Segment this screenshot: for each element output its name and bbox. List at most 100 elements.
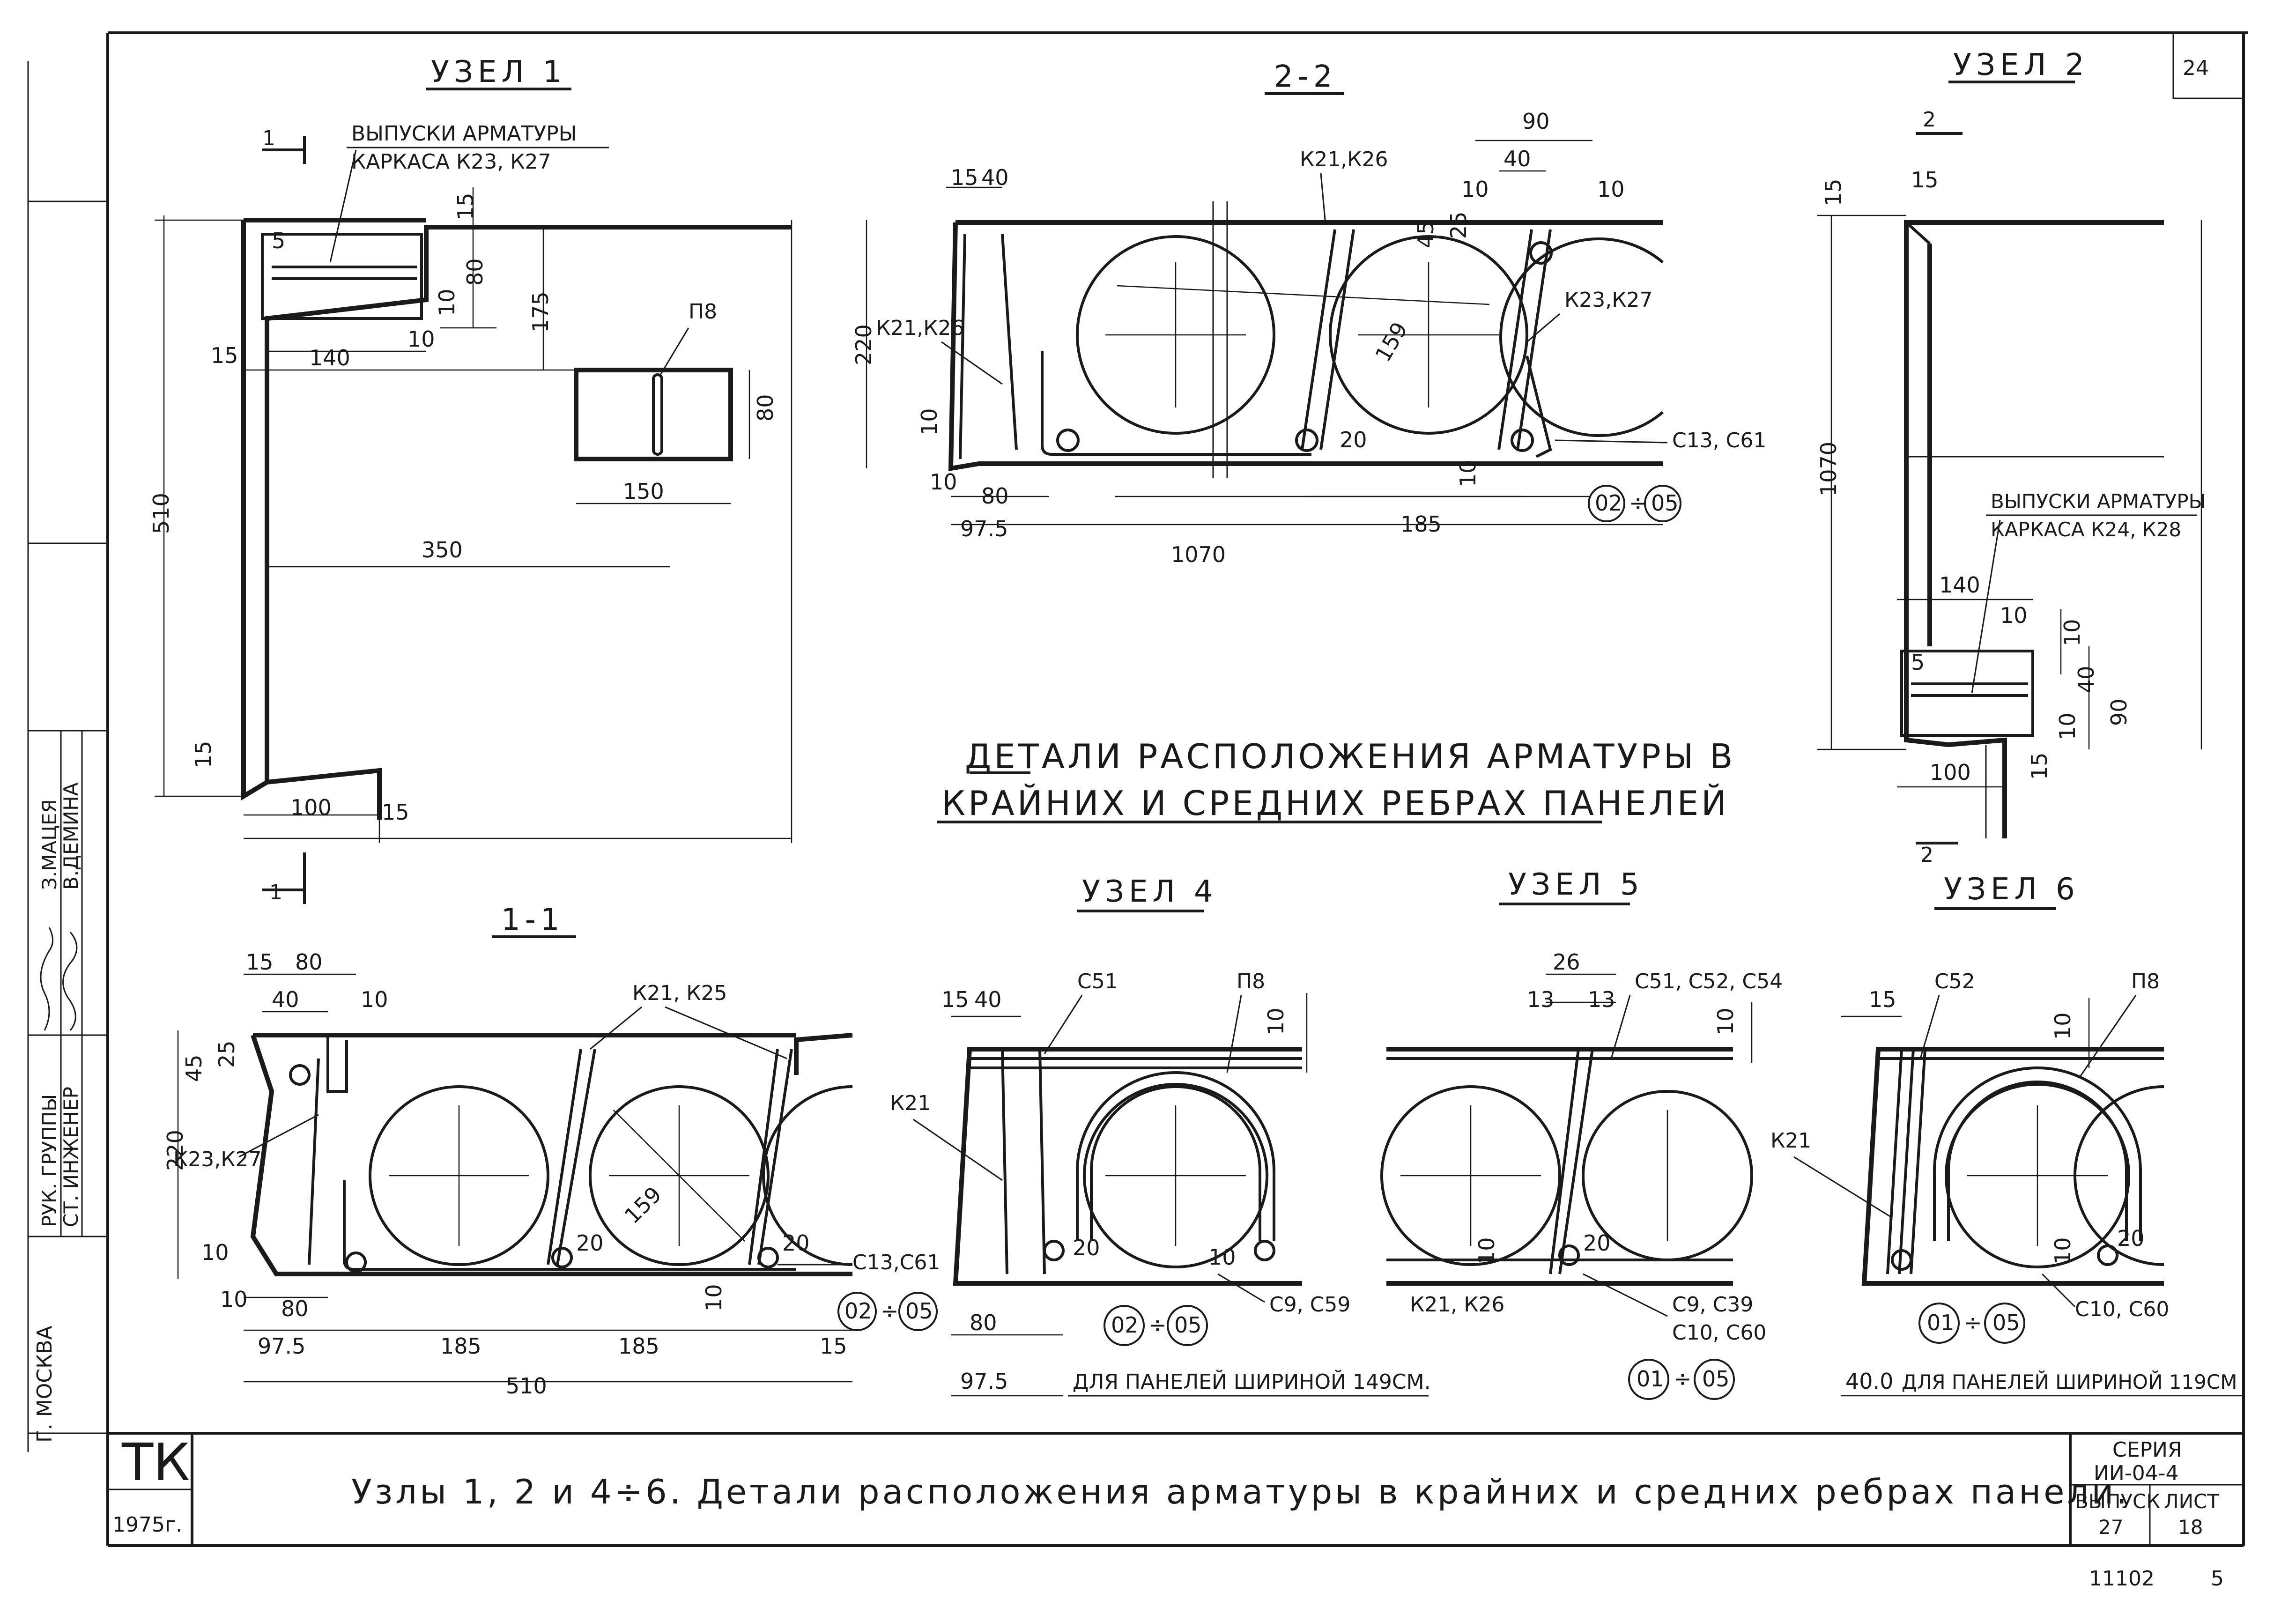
svg-text:10: 10	[361, 987, 388, 1012]
svg-text:10: 10	[1713, 1007, 1738, 1035]
svg-text:40: 40	[272, 987, 299, 1012]
title-block-series-value: ИИ-04-4	[2094, 1461, 2179, 1485]
svg-text:05: 05	[1992, 1310, 2020, 1335]
node-2-release-label-1: ВЫПУСКИ АРМАТУРЫ	[1991, 490, 2206, 513]
svg-text:15: 15	[941, 987, 969, 1012]
svg-text:140: 140	[1939, 572, 1980, 598]
svg-text:10: 10	[1461, 177, 1489, 202]
svg-text:К21,К26: К21,К26	[1300, 148, 1388, 171]
svg-text:С10, С60: С10, С60	[1672, 1321, 1766, 1345]
svg-text:45: 45	[181, 1054, 207, 1082]
svg-text:26: 26	[1553, 949, 1580, 975]
title-block-issue-value: 27	[2098, 1516, 2123, 1539]
svg-text:15: 15	[246, 949, 274, 975]
page-number: 24	[2183, 56, 2209, 80]
svg-text:5: 5	[272, 228, 285, 253]
svg-text:15: 15	[382, 800, 409, 825]
node-6-note: ДЛЯ ПАНЕЛЕЙ ШИРИНОЙ 119СМ	[1902, 1370, 2237, 1393]
svg-text:10: 10	[917, 408, 942, 436]
svg-text:45: 45	[1413, 221, 1438, 248]
bottom-note-2: 5	[2211, 1567, 2224, 1591]
title-block-issue-label: ВЫПУСК	[2075, 1490, 2160, 1513]
node-4: УЗЕЛ 4 С51 П8 К21 С9, С59 15 40 10	[890, 874, 1431, 1397]
svg-text:10: 10	[2050, 1012, 2075, 1040]
svg-text:05: 05	[1702, 1366, 1730, 1392]
svg-text:80: 80	[970, 1310, 997, 1335]
svg-text:01: 01	[1927, 1310, 1955, 1335]
svg-text:510: 510	[506, 1373, 547, 1399]
svg-text:13: 13	[1527, 987, 1555, 1012]
node-1-section-mark-top: 1	[262, 126, 275, 150]
node-6-circle-b	[1984, 1303, 2025, 1344]
section-1-1-labels: К21, К25 К23,К27 С13,С61	[173, 981, 940, 1274]
svg-text:97.5: 97.5	[960, 516, 1008, 541]
svg-text:150: 150	[623, 479, 664, 504]
svg-text:С9, С39: С9, С39	[1672, 1293, 1753, 1317]
svg-text:90: 90	[1522, 109, 1550, 134]
svg-text:40.0: 40.0	[1845, 1369, 1893, 1394]
node-2-dims: 15 15 1070 140 10 10 40 90 5 10 100 15	[1816, 167, 2132, 785]
svg-text:97.5: 97.5	[258, 1333, 305, 1359]
svg-text:20: 20	[2117, 1226, 2145, 1251]
svg-text:10: 10	[2055, 712, 2080, 740]
svg-text:К21: К21	[1770, 1129, 1811, 1153]
svg-text:10: 10	[1474, 1237, 1499, 1265]
svg-text:С51, С52, С54: С51, С52, С54	[1635, 970, 1783, 993]
section-2-2-title: 2-2	[1274, 59, 1337, 94]
svg-text:80: 80	[753, 394, 778, 422]
svg-text:÷: ÷	[1148, 1312, 1167, 1338]
svg-text:80: 80	[462, 258, 488, 286]
svg-text:1070: 1070	[1171, 542, 1226, 567]
svg-text:185: 185	[618, 1333, 659, 1359]
node-1-dims: 15 80 10 10 5 140 15 175 80 150 350 510 …	[148, 193, 778, 825]
svg-text:10: 10	[2000, 603, 2028, 628]
svg-text:К21, К26: К21, К26	[1410, 1293, 1504, 1317]
node-2-release-label-2: КАРКАСА К24, К28	[1991, 518, 2181, 541]
node-6-dims: 15 10 10 20 40.0	[1845, 987, 2145, 1394]
svg-text:350: 350	[422, 537, 463, 563]
svg-text:97.5: 97.5	[960, 1369, 1008, 1394]
section-2-2-dims: 15 40 90 40 10 10 45 25 220 159 20 10 10…	[851, 109, 1625, 567]
svg-text:10: 10	[1597, 177, 1625, 202]
svg-text:510: 510	[148, 493, 174, 534]
node-6-labels: С52 П8 К21 С10, С60	[1770, 970, 2169, 1321]
title-block-sheet-value: 18	[2178, 1516, 2203, 1539]
svg-text:1070: 1070	[1816, 442, 1841, 496]
svg-text:185: 185	[440, 1333, 481, 1359]
node-6: УЗЕЛ 6 С52 П8 К21 С10, С60 15 10 10	[1770, 872, 2244, 1397]
svg-text:25: 25	[214, 1040, 239, 1068]
node-1-release-label-1: ВЫПУСКИ АРМАТУРЫ	[351, 122, 577, 146]
svg-text:159: 159	[620, 1182, 667, 1229]
node-4-circle-a	[1104, 1305, 1145, 1346]
svg-text:20: 20	[782, 1230, 810, 1256]
svg-text:40: 40	[974, 987, 1002, 1012]
svg-text:02: 02	[1595, 490, 1622, 516]
svg-text:15: 15	[453, 193, 478, 220]
section-2-2-labels: К21,К26 К21,К26 К23,К27 С13, С61	[876, 148, 1766, 452]
node-1-section-mark-bottom: 1	[269, 881, 282, 904]
svg-text:С13,С61: С13,С61	[852, 1251, 940, 1274]
svg-text:02: 02	[844, 1298, 872, 1324]
svg-text:40: 40	[981, 165, 1009, 190]
node-4-dims: 15 40 10 20 10 80 97.5	[941, 987, 1289, 1394]
node-5-labels: С51, С52, С54 К21, К26 С9, С39 С10, С60	[1410, 970, 1783, 1345]
section-2-2: 2-2 К21,К26 К21,К26 К23,К27 С13, С61	[851, 59, 1766, 567]
node-6-title: УЗЕЛ 6	[1944, 872, 2080, 907]
center-caption: ДЕТАЛИ РАСПОЛОЖЕНИЯ АРМАТУРЫ В КРАЙНИХ И…	[937, 737, 1733, 823]
node-1-title: УЗЕЛ 1	[431, 55, 567, 89]
svg-text:10: 10	[1263, 1007, 1289, 1035]
node-5-title: УЗЕЛ 5	[1508, 867, 1644, 902]
section-1-1: 1-1 К21, К25 К23,К27 С13,С61	[163, 903, 940, 1399]
node-5-circle-a	[1628, 1359, 1669, 1400]
svg-text:140: 140	[309, 345, 350, 370]
section-2-2-circle-a	[1588, 485, 1625, 522]
svg-text:80: 80	[281, 1296, 309, 1321]
stamp-signature-2	[62, 932, 78, 1031]
svg-text:С51: С51	[1077, 970, 1118, 993]
svg-text:К21,К26: К21,К26	[876, 316, 964, 340]
node-1-release-label-2: КАРКАСА К23, К27	[351, 150, 551, 174]
svg-text:25: 25	[1446, 211, 1471, 239]
svg-text:05: 05	[905, 1298, 933, 1324]
stamp-name-1: З.МАЦЕЯ	[38, 799, 61, 890]
